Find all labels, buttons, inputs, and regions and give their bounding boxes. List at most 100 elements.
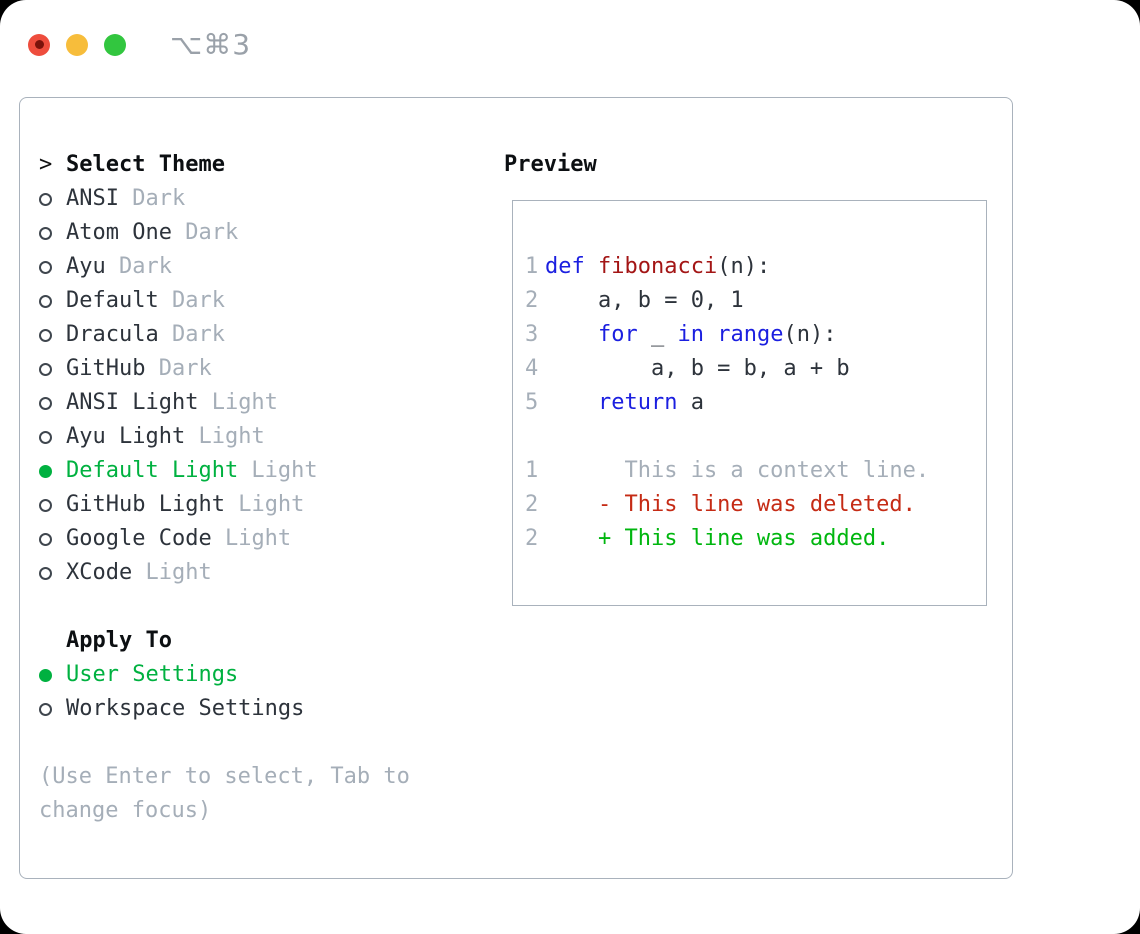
code-line: 5 return a bbox=[525, 386, 978, 420]
option-label: Ayu bbox=[66, 254, 106, 279]
code-text: - This line was deleted. bbox=[545, 492, 916, 517]
minimize-button[interactable] bbox=[66, 33, 88, 56]
titlebar: ⌥⌘3 bbox=[28, 28, 251, 61]
line-number bbox=[525, 420, 545, 454]
theme-option-default[interactable]: Default Dark bbox=[39, 284, 480, 318]
radio-unselected-icon bbox=[39, 362, 52, 376]
theme-option-ayu-light[interactable]: Ayu Light Light bbox=[39, 420, 480, 454]
line-number: 2 bbox=[525, 526, 539, 551]
code-line: 2 + This line was added. bbox=[525, 522, 978, 556]
preview-title: Preview bbox=[504, 152, 597, 177]
close-button[interactable] bbox=[28, 33, 50, 56]
spacer bbox=[39, 590, 480, 624]
option-label: User Settings bbox=[66, 662, 239, 687]
code-text: This is a context line. bbox=[545, 458, 930, 483]
code-line: 2 - This line was deleted. bbox=[525, 488, 978, 522]
select-theme-header: > Select Theme bbox=[39, 148, 480, 182]
option-variant-tag: Light bbox=[224, 492, 305, 517]
radio-selected-icon bbox=[39, 668, 52, 682]
close-button-dot bbox=[34, 40, 44, 49]
line-number: 1 bbox=[525, 254, 539, 279]
radio-unselected-icon bbox=[39, 702, 52, 716]
option-label: Ayu Light bbox=[66, 424, 186, 449]
option-label: GitHub Light bbox=[66, 492, 225, 517]
theme-option-ayu[interactable]: Ayu Dark bbox=[39, 250, 480, 284]
line-number: 5 bbox=[525, 390, 539, 415]
spacer bbox=[39, 726, 480, 760]
radio-unselected-icon bbox=[39, 566, 52, 580]
theme-option-xcode[interactable]: XCode Light bbox=[39, 556, 480, 590]
apply-option-workspace-settings[interactable]: Workspace Settings bbox=[39, 692, 480, 726]
option-variant-tag: Dark bbox=[158, 288, 225, 313]
code-text: + This line was added. bbox=[545, 526, 890, 551]
code-line: 4 a, b = b, a + b bbox=[525, 352, 978, 386]
theme-option-atom-one[interactable]: Atom One Dark bbox=[39, 216, 480, 250]
radio-unselected-icon bbox=[39, 396, 52, 410]
line-number: 1 bbox=[525, 458, 539, 483]
selection-chevron-icon: > bbox=[39, 152, 53, 177]
line-number: 2 bbox=[525, 288, 539, 313]
line-number: 3 bbox=[525, 322, 539, 347]
option-variant-tag: Light bbox=[211, 526, 292, 551]
code-text: return a bbox=[597, 390, 704, 415]
option-variant-tag: Light bbox=[238, 458, 318, 483]
radio-unselected-icon bbox=[39, 192, 52, 206]
select-theme-title: Select Theme bbox=[66, 152, 225, 177]
zoom-button[interactable] bbox=[104, 33, 126, 56]
apply-to-header: Apply To bbox=[39, 624, 480, 658]
code-text: a, b = b, a + b bbox=[545, 356, 850, 381]
theme-option-github-light[interactable]: GitHub Light Light bbox=[39, 488, 480, 522]
line-number: 2 bbox=[525, 492, 539, 517]
option-label: Workspace Settings bbox=[66, 696, 305, 721]
radio-unselected-icon bbox=[39, 294, 52, 308]
code-line: 2 a, b = 0, 1 bbox=[525, 284, 978, 318]
code-text: def fibonacci(n): bbox=[545, 254, 771, 279]
option-variant-tag: Light bbox=[185, 424, 265, 449]
line-number: 4 bbox=[525, 356, 539, 381]
theme-option-github[interactable]: GitHub Dark bbox=[39, 352, 480, 386]
option-label: ANSI bbox=[66, 186, 119, 211]
usage-hint: (Use Enter to select, Tab to change focu… bbox=[39, 764, 410, 823]
radio-unselected-icon bbox=[39, 532, 52, 546]
code-line: 1 This is a context line. bbox=[525, 454, 978, 488]
option-label: Google Code bbox=[66, 526, 212, 551]
option-variant-tag: Dark bbox=[171, 220, 239, 245]
code-text: a, b = 0, 1 bbox=[545, 288, 744, 313]
radio-unselected-icon bbox=[39, 498, 52, 512]
option-variant-tag: Dark bbox=[118, 186, 186, 211]
theme-option-google-code[interactable]: Google Code Light bbox=[39, 522, 480, 556]
option-label: Default bbox=[66, 288, 159, 313]
code-line: 3 for _ in range(n): bbox=[525, 318, 978, 352]
theme-option-ansi[interactable]: ANSI Dark bbox=[39, 182, 480, 216]
option-variant-tag: Dark bbox=[145, 356, 212, 381]
option-label: Atom One bbox=[66, 220, 172, 245]
apply-to-title: Apply To bbox=[66, 628, 172, 653]
code-blank-line bbox=[525, 420, 978, 454]
radio-unselected-icon bbox=[39, 260, 52, 274]
option-label: GitHub bbox=[66, 356, 146, 381]
code-text: for _ in range(n): bbox=[597, 322, 837, 347]
radio-unselected-icon bbox=[39, 328, 52, 342]
theme-option-dracula[interactable]: Dracula Dark bbox=[39, 318, 480, 352]
option-variant-tag: Light bbox=[198, 390, 278, 415]
theme-option-ansi-light[interactable]: ANSI Light Light bbox=[39, 386, 480, 420]
option-variant-tag: Light bbox=[132, 560, 212, 585]
theme-option-default-light[interactable]: Default Light Light bbox=[39, 454, 480, 488]
option-label: Default Light bbox=[66, 458, 239, 483]
radio-unselected-icon bbox=[39, 226, 52, 240]
option-variant-tag: Dark bbox=[105, 254, 172, 279]
radio-selected-icon bbox=[39, 464, 52, 478]
option-variant-tag: Dark bbox=[158, 322, 225, 347]
keyboard-shortcut-label: ⌥⌘3 bbox=[170, 28, 252, 61]
option-label: XCode bbox=[66, 560, 133, 585]
radio-unselected-icon bbox=[39, 430, 52, 444]
apply-option-user-settings[interactable]: User Settings bbox=[39, 658, 480, 692]
option-label: Dracula bbox=[66, 322, 159, 347]
option-label: ANSI Light bbox=[66, 390, 199, 415]
